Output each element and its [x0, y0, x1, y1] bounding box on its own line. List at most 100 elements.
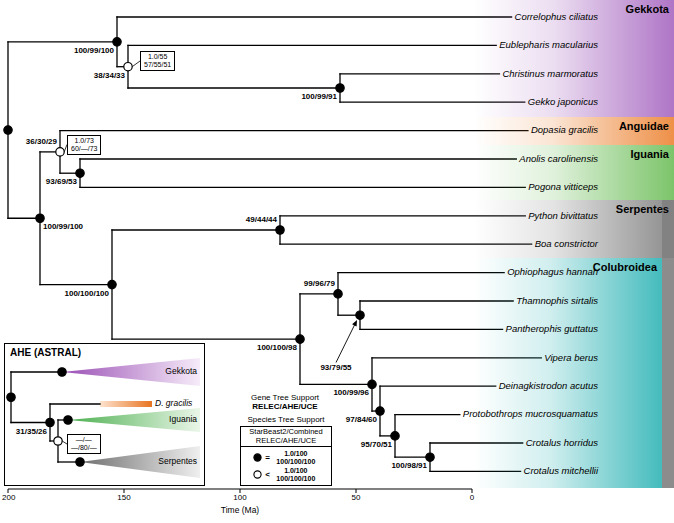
branch [50, 403, 100, 404]
branch [40, 284, 112, 285]
support-value: 1.0/55 [144, 53, 171, 61]
support-value: 36/30/29 [26, 138, 57, 147]
species-name: Crotalus horridus [526, 438, 598, 448]
legend-heading: Species Tree Support [231, 415, 341, 425]
axis-tick-label: 100 [233, 494, 246, 503]
tree-branches [8, 17, 541, 493]
support-value: —/— [71, 436, 97, 444]
legend-relation: < [265, 470, 270, 479]
branch [112, 339, 300, 340]
clade-band: Colubroidea [474, 258, 662, 488]
inset-clades [62, 358, 200, 478]
support-callout: —/——/80/— [67, 434, 101, 454]
filled-node-marker [76, 169, 84, 177]
clade-name: Iguania [630, 148, 669, 161]
legend-dot [254, 471, 261, 478]
filled-node-marker [336, 84, 344, 92]
callout-leader [132, 61, 140, 67]
species-name: Pogona vitticeps [528, 182, 598, 192]
axis-tick-label: 0 [470, 494, 474, 503]
filled-node-marker [276, 226, 284, 234]
support-value: 100/100/100 [65, 290, 110, 299]
support-value: 97/84/60 [346, 416, 377, 425]
filled-node-marker [113, 38, 121, 46]
legend-subtitle: RELEC/AHE/UCE [252, 403, 317, 412]
open-node-marker [56, 148, 64, 156]
legend-heading: StarBeast2/Combined RELEC/AHE/UCE [241, 427, 331, 447]
axis-tick-label: 150 [117, 494, 130, 503]
support-value: 95/70/51 [361, 441, 392, 450]
axis-tick [8, 489, 9, 493]
inset-clade-name: Serpentes [158, 457, 197, 466]
branch [80, 158, 516, 159]
open-node-marker [124, 62, 132, 70]
species-name: Anolis carolinensis [519, 154, 598, 164]
legend-dot [254, 454, 261, 461]
clade-triangle [62, 358, 200, 386]
species-name: Correlophus ciliatus [515, 12, 598, 22]
open-node-marker [54, 437, 62, 445]
support-value: 93/79/55 [320, 364, 351, 373]
filled-node-marker [58, 368, 66, 376]
species-name: Protobothrops mucrosquamatus [463, 409, 598, 419]
species-name: Deinagkistrodon acutus [499, 381, 598, 391]
support-value: 99/96/79 [304, 280, 335, 289]
clade-name: Serpentes [616, 203, 669, 216]
species-name: Vipera berus [544, 353, 598, 363]
legend-title: Gene Tree Support [251, 394, 319, 403]
branch [117, 16, 512, 17]
support-callout: 1.0/5557/55/51 [140, 51, 175, 71]
callout-arrow [336, 324, 355, 362]
inset-clade-name: Gekkota [165, 367, 197, 376]
axis-title: Time (Ma) [221, 506, 259, 515]
filled-node-marker [391, 432, 399, 440]
axis-tick [124, 489, 125, 493]
branch [60, 130, 528, 131]
legend-row: <1.0/100 100/100/100 [241, 466, 331, 483]
support-callout: 1.0/7360/—/73 [67, 135, 101, 155]
legend-row: =1.0/100 100/100/100 [241, 449, 331, 466]
species-name: Boa constrictor [535, 239, 598, 249]
species-name: Ophiophagus hannah [507, 267, 598, 277]
clade-triangle [68, 408, 200, 432]
filled-node-marker [296, 335, 304, 343]
filled-node-marker [376, 407, 384, 415]
support-value: 60/—/73 [71, 145, 97, 153]
support-value: 100/98/91 [391, 462, 427, 471]
species-name: Dopasia gracilis [531, 125, 598, 135]
branch [11, 422, 50, 423]
branch [8, 41, 117, 42]
filled-node-marker [36, 214, 44, 222]
support-value: 38/34/33 [94, 72, 125, 81]
clade-name: Colubroidea [593, 261, 657, 274]
branch [11, 371, 62, 372]
branch [395, 414, 460, 415]
species-name: Gekko japonicus [528, 97, 598, 107]
axis-tick [240, 489, 241, 493]
axis-tick-label: 50 [352, 494, 361, 503]
support-value: 100/99/100 [43, 223, 83, 232]
branch [395, 457, 430, 458]
inset-species-name: D. gracilis [155, 399, 192, 408]
filled-node-marker [334, 290, 342, 298]
filled-node-marker [46, 418, 54, 426]
filled-node-marker [76, 458, 84, 466]
species-name: Crotalus mitchellii [524, 466, 598, 476]
legend-symbol [253, 453, 262, 462]
node-markers [4, 38, 434, 467]
taxon-bar [100, 401, 152, 407]
support-value: 93/69/53 [46, 178, 77, 187]
species-name: Eublepharis macularius [499, 40, 598, 50]
legend-text: 1.0/100 100/100/100 [273, 450, 319, 466]
support-value: 57/55/51 [144, 61, 171, 69]
filled-node-marker [368, 380, 376, 388]
legend-relation: = [265, 453, 270, 462]
support-value: 1.0/73 [71, 137, 97, 145]
filled-node-marker [64, 416, 72, 424]
filled-node-marker [4, 126, 12, 134]
support-value: 100/99/96 [333, 389, 369, 398]
branch [80, 187, 525, 188]
clade-name: Anguidae [619, 120, 669, 133]
filled-node-marker [426, 453, 434, 461]
